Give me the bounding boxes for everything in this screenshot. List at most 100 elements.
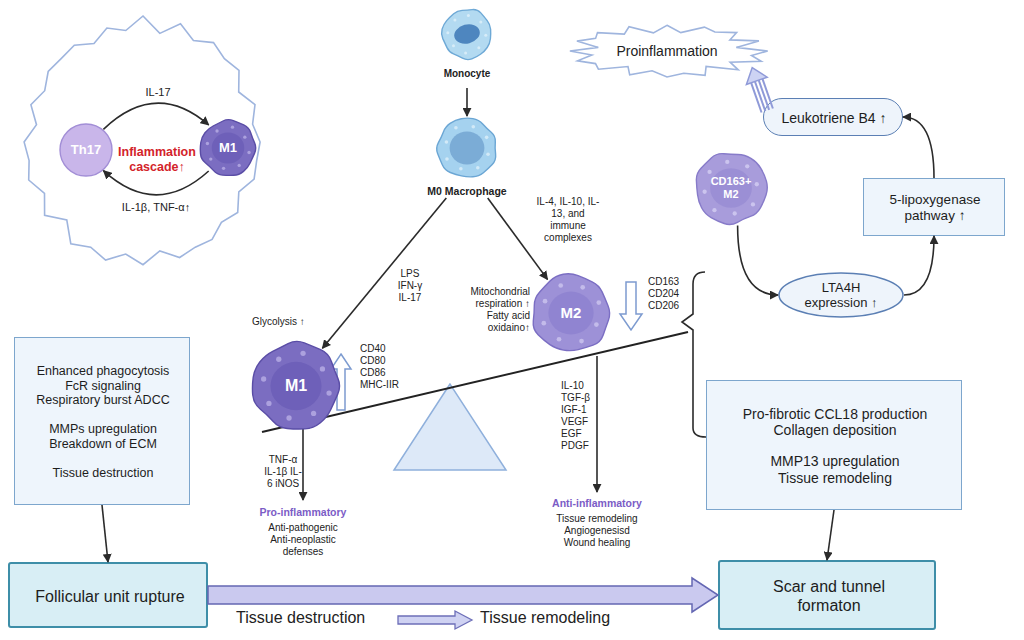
cell-node: CD163+ M2 xyxy=(693,150,769,226)
connector xyxy=(103,103,208,129)
cell-granule xyxy=(266,401,271,406)
connector-line xyxy=(488,198,548,279)
cell-granule xyxy=(733,211,737,215)
cell-granule xyxy=(464,51,467,54)
cell-granule xyxy=(558,283,563,288)
text-region: Proinflammation xyxy=(563,22,771,80)
cell-granule xyxy=(247,151,250,154)
cell-granule xyxy=(238,164,241,167)
cell-granule xyxy=(543,299,548,304)
cell-granule xyxy=(486,152,490,156)
connector-line xyxy=(738,225,778,295)
text-region: Enhanced phagocytosis FcR signaling Resp… xyxy=(15,338,191,506)
starburst-outline xyxy=(24,16,260,265)
cell-body xyxy=(442,10,491,60)
bracket xyxy=(682,272,706,437)
edge-label: IL-4, IL-10, IL-13, and immune complexes xyxy=(536,196,600,244)
starburst-outline xyxy=(570,25,768,77)
connector xyxy=(488,198,548,279)
cell-granule xyxy=(484,34,487,37)
connector xyxy=(467,88,468,116)
process-box: Leukotriene B4 ↑ xyxy=(763,98,903,136)
cell-granule xyxy=(580,285,585,290)
node-text: 5-lipoxygenase pathway ↑ xyxy=(879,192,991,224)
cell-granule xyxy=(445,157,449,161)
block-arrow xyxy=(208,578,718,612)
annotation-label: Anti-pathogenic Anti-neoplastic defenses xyxy=(258,522,348,558)
cell-granule xyxy=(243,135,246,138)
text-region: Follicular unit rupture xyxy=(10,564,210,630)
cell-body xyxy=(252,341,339,429)
annotation-label: Tissue destruction xyxy=(236,608,396,627)
cell-granule xyxy=(452,44,455,47)
node-text: Follicular unit rupture xyxy=(35,588,184,607)
cell-node: M1 xyxy=(198,118,258,178)
connector xyxy=(103,171,208,195)
node-text: M1 xyxy=(285,377,307,396)
cell-nucleus xyxy=(270,362,321,410)
node-text: CD163+ M2 xyxy=(705,175,757,201)
cell-granule xyxy=(326,390,331,395)
cell-body xyxy=(437,118,496,177)
node-text: M0 Macrophage xyxy=(427,185,506,197)
cell-granule xyxy=(445,140,449,144)
node-text: LTA4H expression ↑ xyxy=(795,280,887,311)
node-text: Th17 xyxy=(71,142,101,157)
text-region: M2 xyxy=(530,272,612,354)
text-region: M1 xyxy=(250,340,342,432)
node-text: Inflammation cascade↑ xyxy=(111,145,203,175)
text-region: Monocyte xyxy=(428,64,506,84)
connector xyxy=(322,198,446,348)
cell-granule xyxy=(467,14,470,17)
cell-granule xyxy=(209,157,212,160)
cell-granule xyxy=(751,202,755,206)
output-arrow xyxy=(596,356,598,492)
cell-granule xyxy=(702,190,706,194)
cell-granule xyxy=(231,126,234,129)
cell-body xyxy=(200,120,255,176)
process-box: LTA4H expression ↑ xyxy=(778,272,904,318)
cell-granule xyxy=(215,129,218,132)
process-box: Scar and tunnel formaton xyxy=(718,560,936,630)
text-region: Th17 xyxy=(59,123,113,177)
cell-body xyxy=(533,274,609,351)
cell-granule xyxy=(594,322,599,327)
edge-label: IL-17 xyxy=(138,86,178,99)
annotation-label: TNF-α IL-1β IL-6 iNOS xyxy=(264,454,302,490)
starburst-node: Inflammation cascade↑ Th17 M1 xyxy=(18,14,268,270)
text-region: Inflammation cascade↑ xyxy=(112,138,202,182)
cell-nucleus xyxy=(452,21,482,46)
cell-node: M0 Macrophage xyxy=(418,116,516,202)
cell-granule xyxy=(471,125,475,129)
cell-node: M1 xyxy=(250,340,342,432)
text-region: M1 xyxy=(198,118,258,178)
connector xyxy=(827,510,834,560)
connector-line xyxy=(827,510,834,560)
node-text: M2 xyxy=(561,304,582,322)
connector-line xyxy=(903,117,934,178)
cell-granule xyxy=(707,170,711,174)
text-region: LTA4H expression ↑ xyxy=(778,272,904,318)
output-arrow xyxy=(302,422,304,500)
annotation-label: Tissue remodeling xyxy=(480,608,640,627)
cell-granule xyxy=(579,339,584,344)
cell-granule xyxy=(725,160,729,164)
text-region: Leukotriene B4 ↑ xyxy=(764,99,904,137)
cell-granule xyxy=(454,126,458,130)
node-text: M1 xyxy=(219,140,237,155)
annotation-label: Anti-inflammatory xyxy=(547,497,647,510)
annotation-label: Mitochondrial respiration ↑ Fatty acid o… xyxy=(460,286,530,334)
text-region: M0 Macrophage xyxy=(418,182,516,200)
cell-granule xyxy=(206,142,209,145)
node-text: Pro-fibrotic CCL18 production Collagen d… xyxy=(735,406,935,439)
edge-label: IL-1β, TNF-α↑ xyxy=(96,201,216,214)
process-box: 5-lipoxygenase pathway ↑ xyxy=(863,178,1005,236)
cell-granule xyxy=(477,46,480,49)
connector-line xyxy=(904,236,934,295)
node-text: Proinflammation xyxy=(616,43,717,60)
connector-stripe xyxy=(759,80,769,110)
cell-circle xyxy=(60,124,112,176)
cell-granule xyxy=(755,182,759,186)
connector xyxy=(903,117,934,178)
cell-granule xyxy=(476,166,480,170)
